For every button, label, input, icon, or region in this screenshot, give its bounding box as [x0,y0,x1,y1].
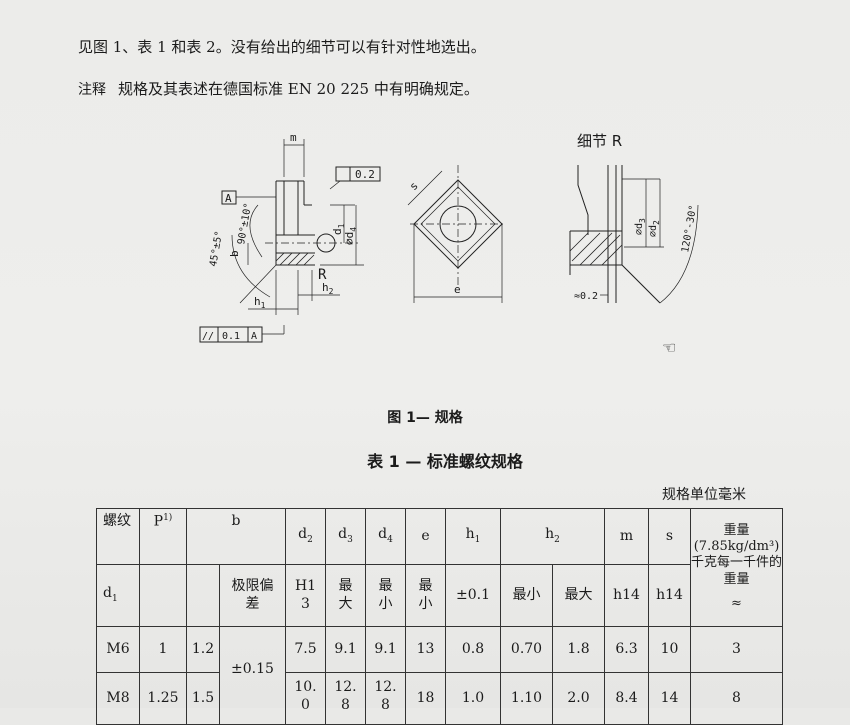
chamfer-angle-label: 45°±5° [208,230,225,267]
spec-table: 螺纹 P1) b d2 d3 d4 e h1 h2 m s 重量 (7.85kg… [96,508,783,725]
cell-s: 10 [648,626,691,673]
header-h1: h1 [445,508,501,565]
table-units-note: 规格单位毫米 [662,487,746,503]
cell-d4: 12.8 [365,672,406,725]
parallel-value: 0.1 [222,331,240,342]
header-b-tolerance: 极限偏差 [219,564,286,627]
header-h2: h2 [500,508,605,565]
header-m-tolerance: h14 [604,564,649,627]
cell-h2-max: 2.0 [552,672,605,725]
cell-e: 13 [405,626,446,673]
header-s: s [648,508,691,565]
cell-thread: M6 [96,626,140,673]
cell-d4: 9.1 [365,626,406,673]
header-d3: d3 [325,508,366,565]
header-d1: d1 [96,564,140,627]
figure-drawing: m 0.2 A 90°±10° 45°±5° b d1 ⌀d4 R h1 h2 … [199,131,506,343]
note-text: 规格及其表述在德国标准 EN 20 225 中有明确规定。 [118,80,479,98]
figure-caption: 图 1— 规格 [387,410,463,426]
header-d3-tolerance: 最大 [325,564,366,627]
cell-h2-max: 1.8 [552,626,605,673]
header-weight: 重量 (7.85kg/dm³) 千克每一千件的重量 ≈ [690,508,783,627]
note-paragraph: 注释规格及其表述在德国标准 EN 20 225 中有明确规定。 [78,78,479,99]
cell-b: 1.2 [186,626,220,673]
header-e-tolerance: 最小 [405,564,446,627]
detail-r-title: 细节 R [577,132,623,150]
detail-dim-d2: ⌀d2 [648,220,661,237]
cell-weight: 3 [690,626,783,673]
cell-e: 18 [405,672,446,725]
cell-d2: 10.0 [285,672,326,725]
cell-m: 6.3 [604,626,649,673]
header-m: m [604,508,649,565]
detail-r-drawing: ⌀d3 ⌀d2 120°-30° ≈0.2 [569,165,699,304]
header-h2-min: 最小 [500,564,553,627]
cell-b-tolerance: ±0.15 [219,626,286,725]
table-row: M8 1.25 1.5 10.0 12.8 12.8 18 1.0 1.10 2… [96,672,783,725]
table-header-row-top: 螺纹 P1) b d2 d3 d4 e h1 h2 m s 重量 (7.85kg… [96,508,783,627]
cell-d3: 12.8 [325,672,366,725]
cell-h2-min: 1.10 [500,672,553,725]
flatness-value: 0.2 [355,168,375,181]
dim-d1-label: d1 [331,223,346,235]
header-d2-tolerance: H13 [285,564,326,627]
cell-p: 1 [139,626,187,673]
header-thread: 螺纹 [96,508,140,565]
cell-h1: 1.0 [445,672,501,725]
cell-m: 8.4 [604,672,649,725]
header-e: e [405,508,446,565]
dim-e-label: e [454,283,461,296]
cell-d2: 7.5 [285,626,326,673]
header-d4-tolerance: 最小 [365,564,406,627]
cell-d3: 9.1 [325,626,366,673]
hand-cursor-icon: ☜ [662,338,677,357]
header-p: P1) [139,508,187,565]
table-caption: 表 1 — 标准螺纹规格 [367,452,523,471]
parallel-datum: A [251,331,257,342]
datum-a-label: A [225,192,232,205]
cell-s: 14 [648,672,691,725]
dim-h1-label: h1 [254,295,266,310]
detail-approx-label: ≈0.2 [574,291,598,302]
cell-weight: 8 [690,672,783,725]
dim-b-label: b [228,250,241,257]
dim-m-label: m [290,131,297,144]
detail-r-callout: R [318,267,327,283]
header-h1-tolerance: ±0.1 [445,564,501,627]
detail-dim-d3: ⌀d3 [634,218,647,235]
table-header-row-bottom: d1 极限偏差 H13 最大 最小 最小 ±0.1 最小 最大 h14 h14 [96,564,783,627]
header-h2-max: 最大 [552,564,605,627]
header-s-tolerance: h14 [648,564,691,627]
angle-main-label: 90°±10° [236,202,254,245]
intro-paragraph: 见图 1、表 1 和表 2。没有给出的细节可以有针对性地选出。 [78,38,486,56]
dim-h2-label: h2 [322,281,334,296]
cell-b: 1.5 [186,672,220,725]
header-d2: d2 [285,508,326,565]
header-b: b [186,508,286,565]
cell-p: 1.25 [139,672,187,725]
cell-h1: 0.8 [445,626,501,673]
cell-h2-min: 0.70 [500,626,553,673]
header-d4: d4 [365,508,406,565]
table-row: M6 1 1.2 ±0.15 7.5 9.1 9.1 13 0.8 0.70 1… [96,626,783,725]
note-label: 注释 [78,82,106,98]
dim-s-label: s [407,179,421,193]
cell-thread: M8 [96,672,140,725]
dim-d4-label: ⌀d4 [343,227,358,245]
parallel-symbol: // [202,331,214,342]
